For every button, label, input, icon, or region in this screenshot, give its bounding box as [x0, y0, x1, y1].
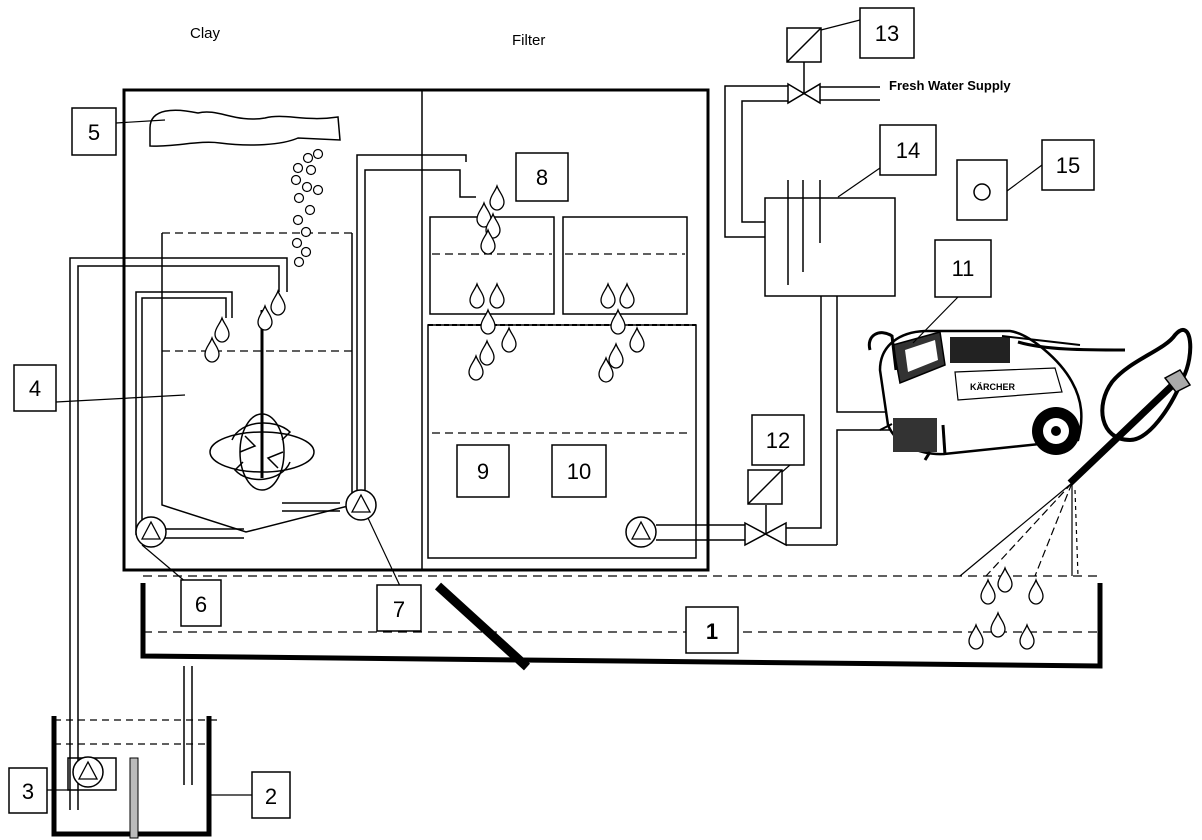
- drop-icon: [204, 337, 220, 363]
- pressure-washer: KÄRCHER: [867, 329, 1083, 461]
- fresh-water-pipes: [724, 60, 880, 238]
- callout-3: 3: [8, 767, 48, 814]
- pump-3-icon: [72, 756, 104, 788]
- return-pipes: [656, 296, 892, 546]
- callout-7: 7: [376, 584, 422, 632]
- callout-2: 2: [251, 771, 291, 819]
- callout-15: 15: [1041, 139, 1095, 191]
- callout-4: 4: [13, 364, 57, 412]
- drop-icon: [257, 305, 273, 331]
- callout-8: 8: [515, 152, 569, 202]
- pump-7-icon: [345, 489, 377, 521]
- svg-text:3: 3: [22, 779, 34, 804]
- filter-tray-right: [562, 216, 688, 315]
- filter-drops: [468, 185, 645, 383]
- fresh-water-label: Fresh Water Supply: [889, 78, 1011, 93]
- ramp: [434, 582, 531, 671]
- svg-text:15: 15: [1056, 153, 1080, 178]
- mixer-icon: [209, 413, 315, 491]
- drop-icon: [270, 290, 286, 316]
- svg-text:7: 7: [393, 597, 405, 622]
- svg-text:2: 2: [265, 784, 277, 809]
- sump-baffle: [129, 757, 139, 839]
- callout-13: 13: [859, 7, 915, 59]
- pump-10-icon: [625, 516, 657, 548]
- svg-text:14: 14: [896, 138, 920, 163]
- clay-label: Clay: [190, 25, 221, 42]
- svg-text:13: 13: [875, 21, 899, 46]
- drop-icon: [214, 317, 230, 343]
- bubbles: [290, 148, 324, 268]
- callout-14: 14: [879, 124, 937, 176]
- valve-12-icon: [744, 469, 787, 547]
- item-15-box: [956, 159, 1008, 221]
- spray-lance: [1017, 327, 1193, 486]
- clean-water-tank: [764, 197, 896, 297]
- svg-text:5: 5: [88, 120, 100, 145]
- bay-drops: [968, 567, 1044, 650]
- filter-label: Filter: [512, 32, 545, 49]
- svg-text:12: 12: [766, 428, 790, 453]
- valve-13-icon: [786, 27, 822, 105]
- svg-text:8: 8: [536, 165, 548, 190]
- callout-5: 5: [71, 107, 117, 156]
- svg-text:6: 6: [195, 592, 207, 617]
- callout-9: 9: [456, 444, 510, 498]
- svg-text:9: 9: [477, 459, 489, 484]
- filter-compartment: [427, 324, 697, 559]
- washer-brand-label: KÄRCHER: [970, 382, 1016, 392]
- clay-pipes: [69, 154, 476, 810]
- pump-6-icon: [135, 516, 167, 548]
- callout-10: 10: [551, 444, 607, 498]
- svg-text:11: 11: [952, 256, 975, 281]
- callout-12: 12: [751, 414, 805, 466]
- svg-text:4: 4: [29, 376, 41, 401]
- callout-1: 1: [685, 606, 739, 654]
- svg-text:10: 10: [567, 459, 591, 484]
- svg-text:1: 1: [706, 619, 718, 644]
- spray-jet: [959, 482, 1079, 577]
- callout-6: 6: [180, 579, 222, 627]
- treatment-unit: [122, 88, 710, 572]
- callout-11: 11: [934, 239, 992, 298]
- floc-cloud: [149, 109, 341, 147]
- clay-tank: [161, 233, 353, 533]
- wash-bay: [140, 583, 1103, 669]
- item-15-circle: [973, 183, 991, 201]
